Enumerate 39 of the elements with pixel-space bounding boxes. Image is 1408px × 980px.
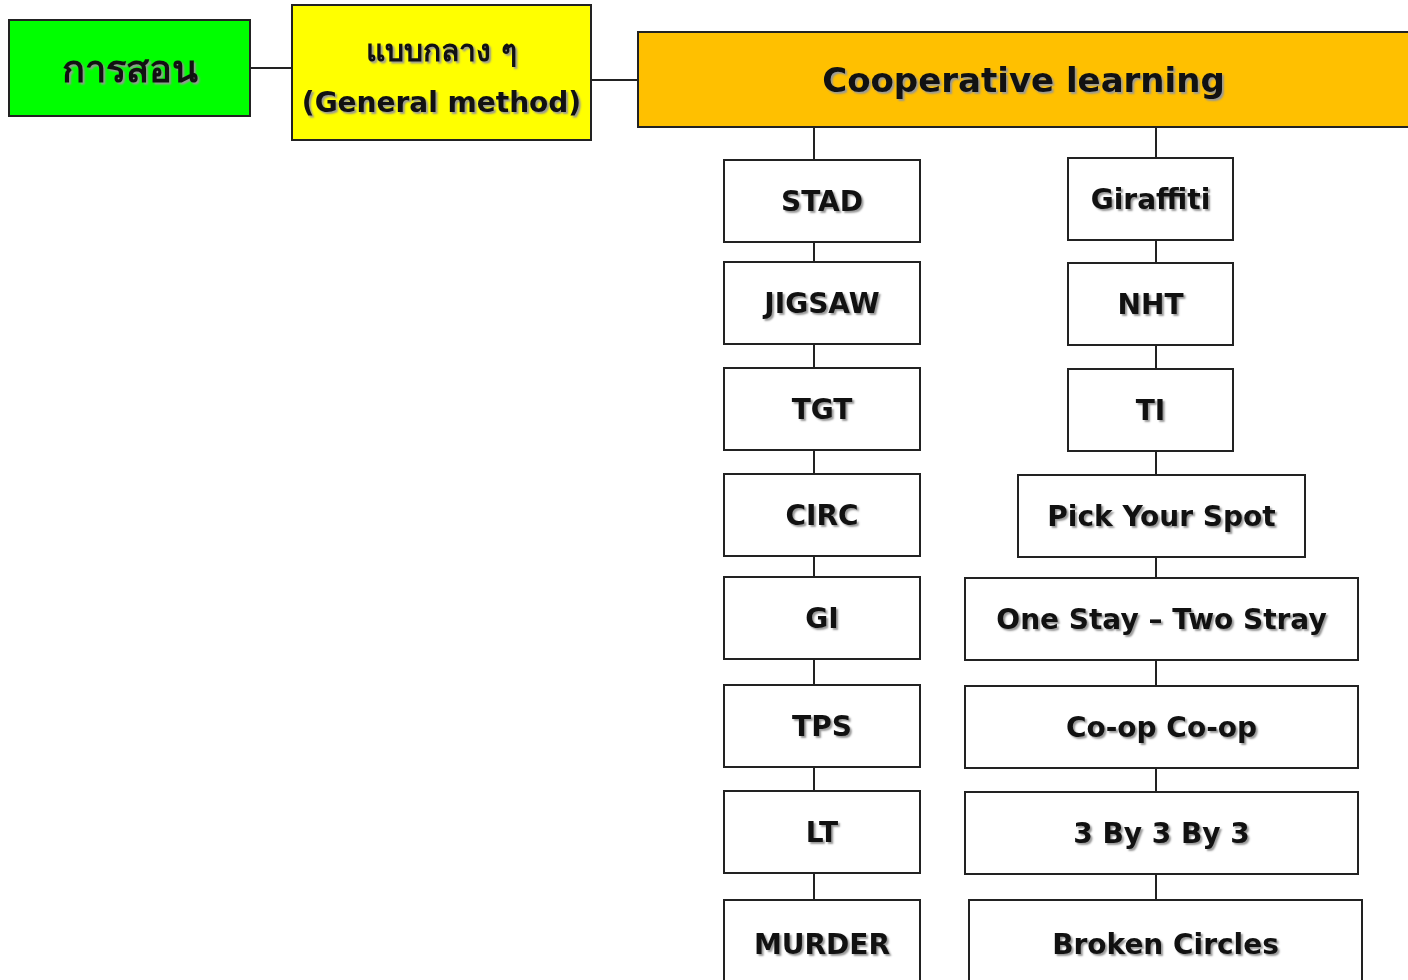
connector-line: [1155, 451, 1157, 475]
connector-line: [813, 127, 815, 160]
method-box: Pick Your Spot: [1017, 474, 1306, 558]
connector-line: [813, 242, 815, 262]
connector-line: [1155, 660, 1157, 686]
method-box: LT: [723, 790, 921, 874]
method-box: TGT: [723, 367, 921, 451]
connector-line: [813, 556, 815, 577]
box-title: แบบกลาง ๆ: [365, 31, 518, 70]
connector-line: [591, 79, 638, 81]
method-box: TPS: [723, 684, 921, 768]
method-box: 3 By 3 By 3: [964, 791, 1359, 875]
connector-line: [250, 67, 292, 69]
connector-line: [1155, 127, 1157, 158]
method-box: One Stay – Two Stray: [964, 577, 1359, 661]
method-box: MURDER: [723, 899, 921, 980]
connector-line: [813, 767, 815, 791]
topic-box: Cooperative learning: [637, 31, 1408, 128]
connector-line: [813, 873, 815, 900]
connector-line: [1155, 557, 1157, 578]
method-box: GI: [723, 576, 921, 660]
method-box: CIRC: [723, 473, 921, 557]
connector-line: [1155, 768, 1157, 792]
teaching-box: การสอน: [8, 19, 251, 117]
method-box: TI: [1067, 368, 1234, 452]
method-box: [291, 4, 592, 141]
method-box: Co-op Co-op: [964, 685, 1359, 769]
connector-line: [813, 344, 815, 368]
method-box: Giraffiti: [1067, 157, 1234, 241]
connector-line: [1155, 240, 1157, 263]
method-box: JIGSAW: [723, 261, 921, 345]
method-box: Broken Circles: [968, 899, 1363, 980]
method-box: NHT: [1067, 262, 1234, 346]
connector-line: [813, 659, 815, 685]
method-box: STAD: [723, 159, 921, 243]
connector-line: [1155, 874, 1157, 900]
connector-line: [813, 450, 815, 474]
connector-line: [1155, 345, 1157, 369]
box-subtitle: (General method): [301, 85, 582, 119]
